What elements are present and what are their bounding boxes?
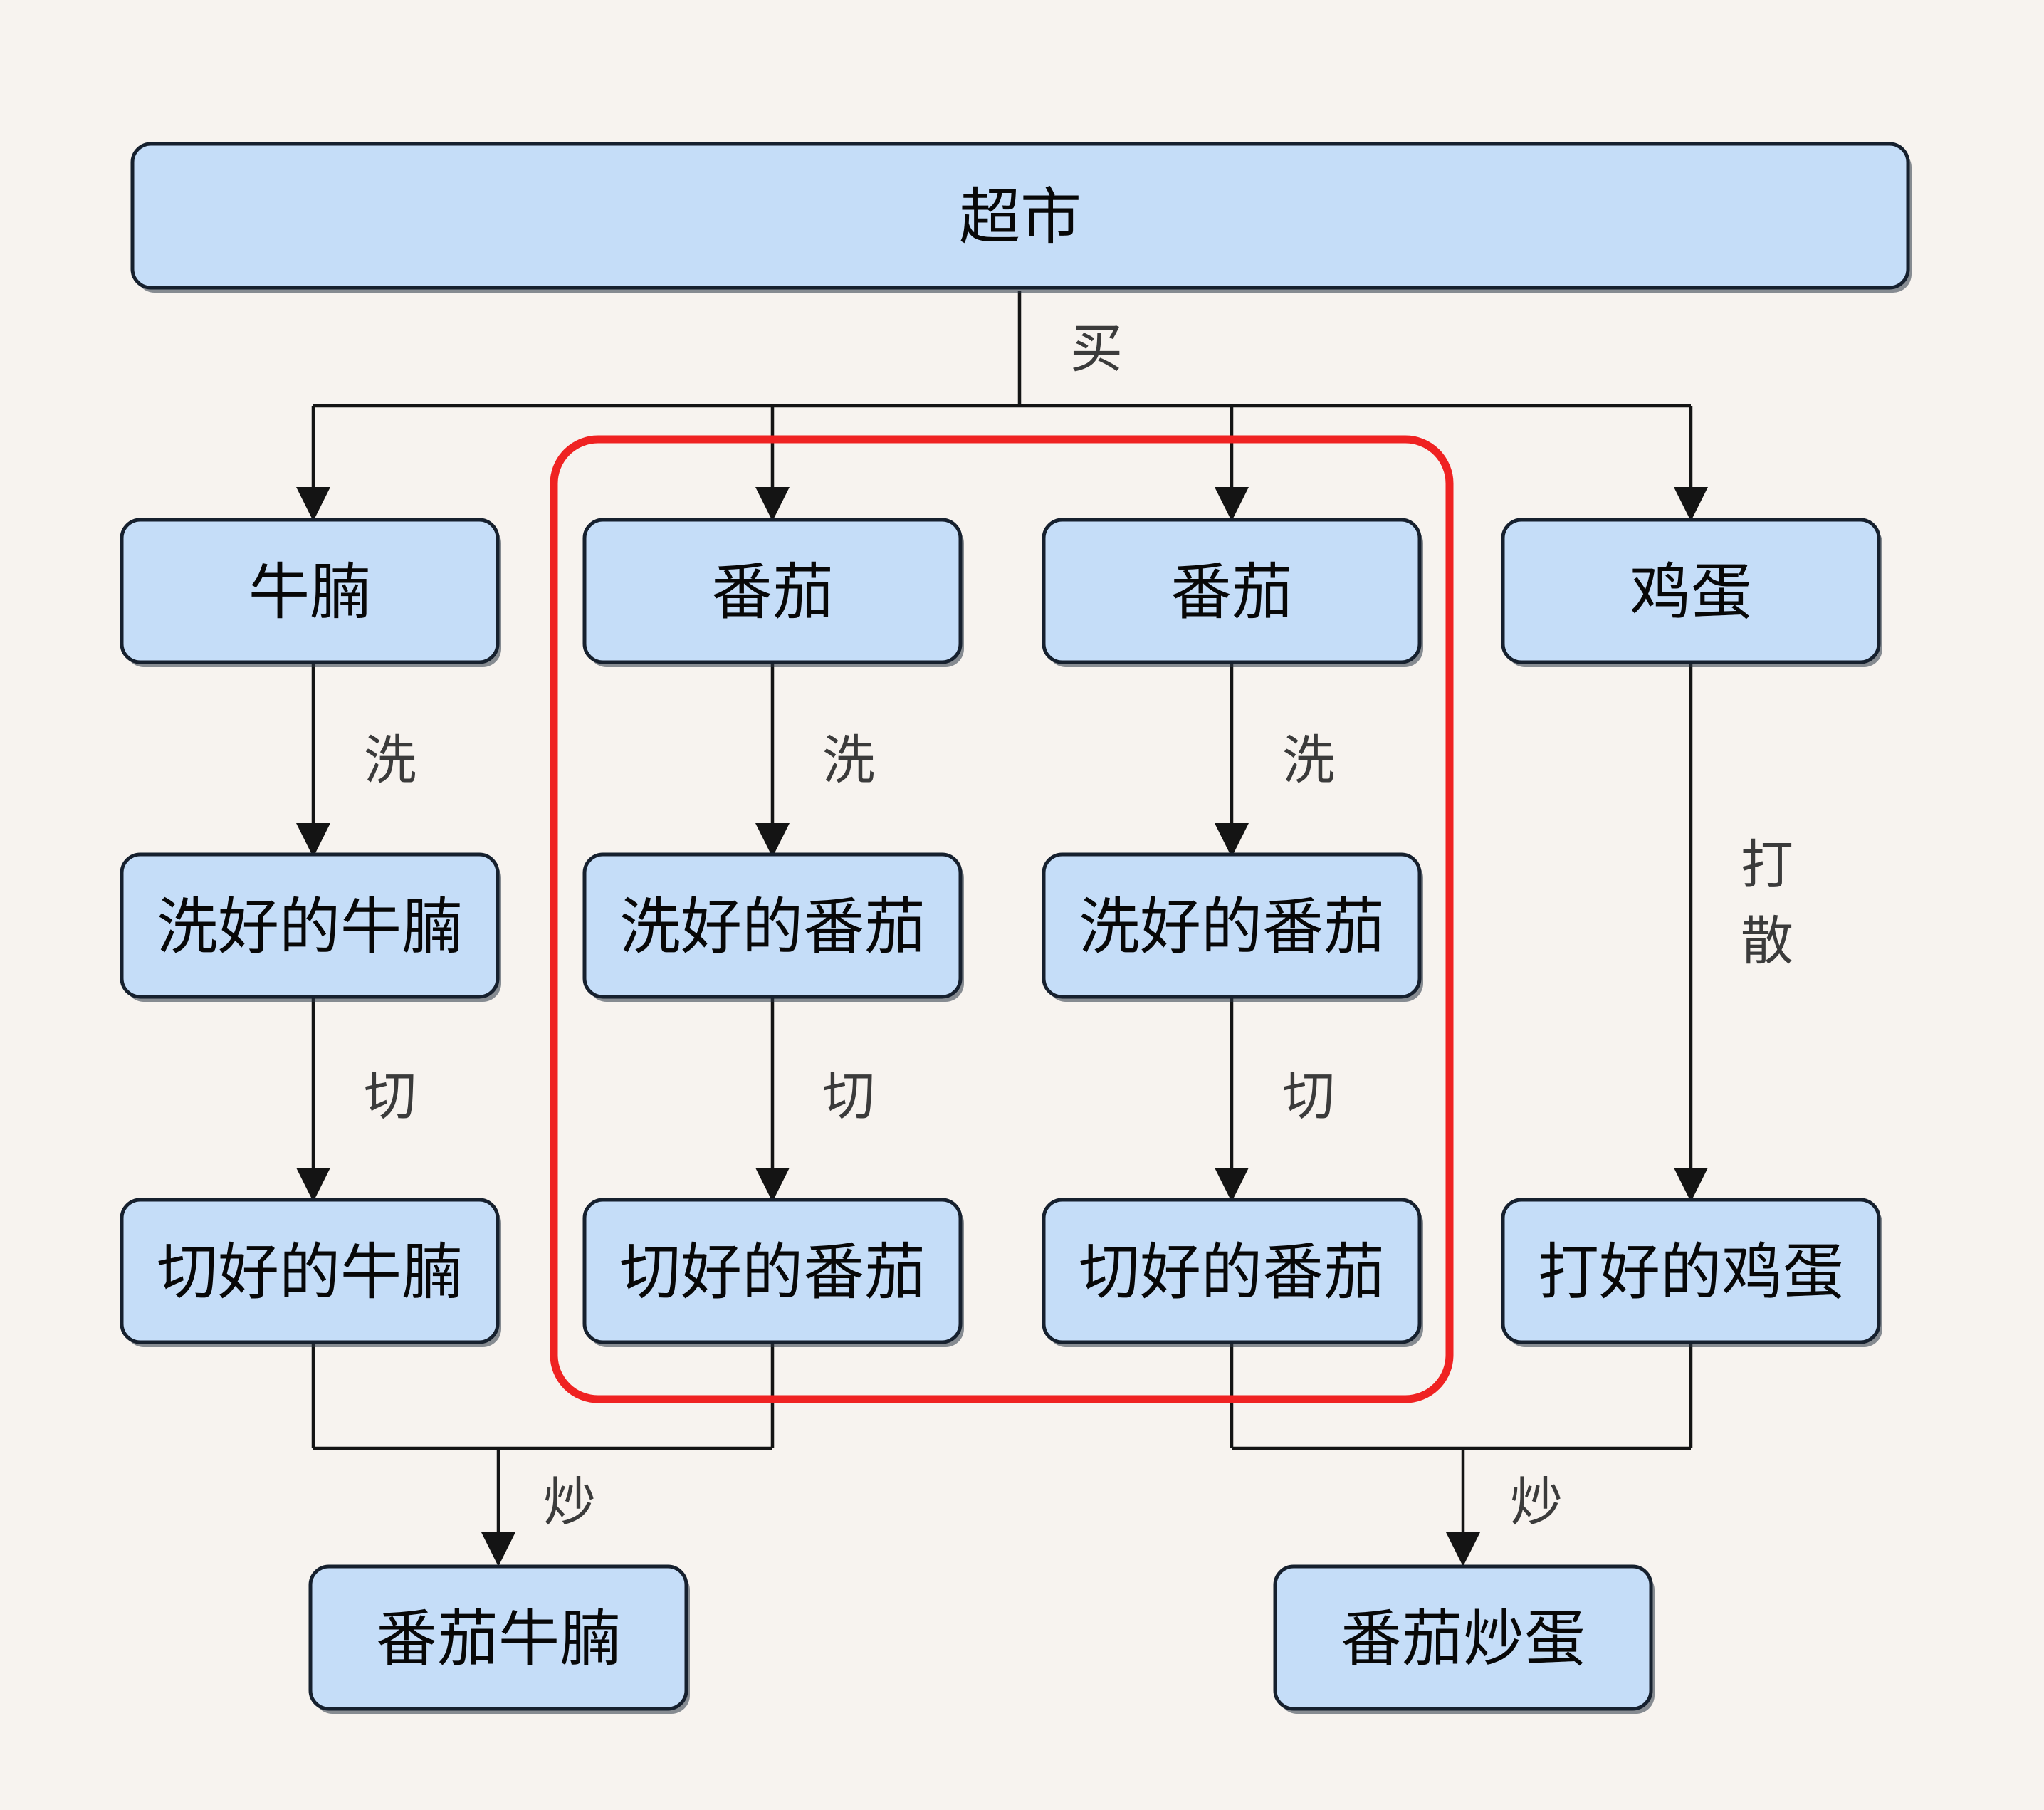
node-box — [120, 852, 500, 999]
node-label: 超市 — [959, 182, 1081, 253]
arrow-washedtomato2-cuttomato2 — [1215, 1168, 1249, 1202]
node-beef[interactable]: 牛腩 — [120, 518, 501, 667]
node-cut-tomato2[interactable]: 切好的番茄 — [1042, 1198, 1423, 1347]
arrow-merge-right-to-dish — [1446, 1532, 1480, 1566]
arrow-washedbeef-cutbeef — [296, 1168, 330, 1202]
node-label: 切好的番茄 — [1079, 1237, 1385, 1308]
node-tomato-beef[interactable]: 番茄牛腩 — [308, 1564, 690, 1714]
node-box — [308, 1564, 688, 1711]
edge-label-beat-egg-2: 散 — [1741, 911, 1793, 972]
node-label: 切好的番茄 — [619, 1237, 926, 1308]
edge-label-wash-tomato1: 洗 — [822, 730, 875, 791]
arrow-tomato1-washedtomato1 — [755, 823, 790, 857]
node-washed-beef[interactable]: 洗好的牛腩 — [120, 852, 501, 1002]
arrow-merge-left-to-dish — [481, 1532, 515, 1566]
node-beaten-egg[interactable]: 打好的鸡蛋 — [1501, 1198, 1882, 1347]
edge-label-wash-beef: 洗 — [364, 730, 416, 791]
node-box — [1042, 1198, 1422, 1344]
node-washed-tomato2[interactable]: 洗好的番茄 — [1042, 852, 1423, 1002]
node-box — [120, 1198, 500, 1344]
node-label: 洗好的番茄 — [1079, 891, 1385, 963]
arrow-beef-washedbeef — [296, 823, 330, 857]
node-label: 番茄牛腩 — [376, 1604, 621, 1675]
node-box — [582, 1198, 963, 1344]
edge-label-buy: 买 — [1070, 318, 1123, 380]
node-egg[interactable]: 鸡蛋 — [1501, 518, 1882, 667]
node-box — [1042, 518, 1422, 664]
node-tomato1[interactable]: 番茄 — [582, 518, 964, 667]
tomato-branch-highlight — [550, 435, 1454, 1403]
arrow-supermarket-tomato1 — [755, 487, 790, 521]
node-cut-tomato1[interactable]: 切好的番茄 — [582, 1198, 964, 1347]
node-layer: 超市 牛腩 番茄 番茄 鸡蛋 洗好的牛腩 — [120, 142, 1912, 1714]
edge-layer — [296, 291, 1708, 1566]
node-box — [582, 852, 963, 999]
node-box — [130, 142, 1910, 290]
edge-label-cut-beef: 切 — [364, 1066, 416, 1127]
arrow-supermarket-beef — [296, 487, 330, 521]
node-box — [120, 518, 500, 664]
edge-label-fry-right: 炒 — [1510, 1472, 1563, 1533]
edge-label-wash-tomato2: 洗 — [1282, 730, 1335, 791]
arrow-washedtomato1-cuttomato1 — [755, 1168, 790, 1202]
arrow-egg-beatenegg — [1674, 1168, 1708, 1202]
node-box — [1501, 1198, 1881, 1344]
node-label: 洗好的牛腩 — [157, 891, 463, 963]
node-label: 牛腩 — [248, 557, 371, 628]
node-tomato2[interactable]: 番茄 — [1042, 518, 1423, 667]
edge-label-fry-left: 炒 — [543, 1472, 596, 1533]
node-tomato-egg[interactable]: 番茄炒蛋 — [1273, 1564, 1655, 1714]
node-label: 鸡蛋 — [1630, 557, 1752, 628]
node-label: 切好的牛腩 — [157, 1237, 463, 1308]
node-supermarket[interactable]: 超市 — [130, 142, 1912, 293]
node-label: 番茄 — [1170, 557, 1293, 628]
edge-label-cut-tomato2: 切 — [1282, 1066, 1335, 1127]
edge-label-beat-egg-1: 打 — [1741, 835, 1793, 896]
node-label: 番茄炒蛋 — [1341, 1604, 1586, 1675]
arrow-supermarket-tomato2 — [1215, 487, 1249, 521]
node-cut-beef[interactable]: 切好的牛腩 — [120, 1198, 501, 1347]
node-label: 打好的鸡蛋 — [1538, 1237, 1844, 1308]
node-box — [1273, 1564, 1653, 1711]
edge-label-layer: 买 洗 洗 洗 切 切 切 打 散 炒 炒 — [364, 318, 1793, 1533]
node-washed-tomato1[interactable]: 洗好的番茄 — [582, 852, 964, 1002]
node-label: 番茄 — [711, 557, 834, 628]
arrow-tomato2-washedtomato2 — [1215, 823, 1249, 857]
edge-label-cut-tomato1: 切 — [822, 1066, 875, 1127]
node-label: 洗好的番茄 — [619, 891, 926, 963]
node-box — [1042, 852, 1422, 999]
node-box — [1501, 518, 1881, 664]
arrow-supermarket-egg — [1674, 487, 1708, 521]
node-box — [582, 518, 963, 664]
